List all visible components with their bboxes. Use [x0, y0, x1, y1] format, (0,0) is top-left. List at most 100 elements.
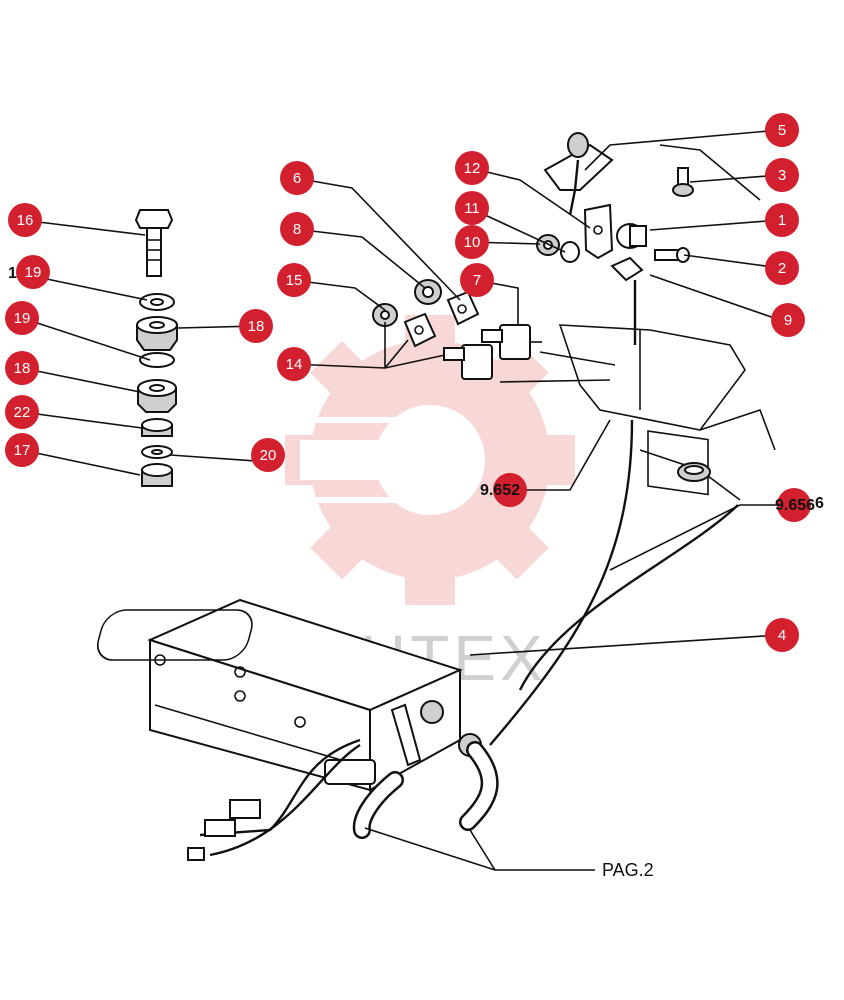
washer-19-top [139, 293, 175, 311]
callout-c22-number: 22 [14, 404, 31, 421]
callout-c19a-number: 19 [25, 264, 42, 281]
callout-c19b: 19 [5, 301, 39, 335]
callout-c20-circle [251, 438, 285, 472]
callout-c4-number: 4 [778, 627, 786, 644]
nut-17 [141, 463, 173, 487]
callout-c8: 8 [280, 212, 314, 246]
callout-c1-circle [765, 203, 799, 237]
pivot-1 [616, 223, 647, 249]
callout-c18b-circle [5, 351, 39, 385]
grommet-15 [372, 303, 398, 327]
callout-c18a-number: 18 [248, 318, 265, 335]
hoses [352, 741, 499, 839]
callout-c22-circle [5, 395, 39, 429]
switch-7 [481, 324, 542, 360]
callout-c18a: 18 [239, 309, 273, 343]
page-ref-label: PAG.2 [602, 860, 654, 880]
callout-c2: 2 [765, 251, 799, 285]
control-lever-5 [543, 132, 614, 216]
callout-c19b-circle [5, 301, 39, 335]
callout-c7-number: 7 [473, 272, 481, 289]
callout-c4-circle [765, 618, 799, 652]
callout-c20: 20 [251, 438, 285, 472]
screw-2 [654, 247, 690, 263]
grommet-9656 [677, 462, 711, 482]
callout-c12: 12 [455, 151, 489, 185]
callout-c16-number: 16 [17, 212, 34, 229]
callout-c10-circle [455, 225, 489, 259]
callout-c1: 1 [765, 203, 799, 237]
callout-c11-number: 11 [464, 200, 480, 217]
callout-c19b-number: 19 [14, 310, 31, 327]
callout-c17-circle [5, 433, 39, 467]
callout-c12-number: 12 [464, 160, 481, 177]
callout-c14: 14 [277, 347, 311, 381]
callout-c11-circle [455, 191, 489, 225]
plate-6 [446, 290, 480, 326]
leader-lines [21, 129, 795, 871]
ref-9652-badge-circle [493, 473, 527, 507]
washer-20 [141, 445, 173, 459]
callout-c8-circle [280, 212, 314, 246]
callout-c4: 4 [765, 618, 799, 652]
rubber-mount-18-bottom [137, 379, 177, 413]
callout-c22: 22 [5, 395, 39, 429]
cable-secondary [518, 504, 739, 691]
callout-c5-circle [765, 113, 799, 147]
callout-c5-number: 5 [778, 122, 786, 139]
callout-c3-number: 3 [778, 167, 786, 184]
callout-c19a-circle [16, 255, 50, 289]
callout-c8-number: 8 [293, 221, 301, 238]
heater-unit-4 [96, 598, 463, 792]
rubber-mount-18-top [136, 316, 178, 351]
screw-3 [672, 167, 694, 197]
callout-c10: 10 [455, 225, 489, 259]
callout-c10-number: 10 [464, 234, 481, 251]
callout-c17-number: 17 [14, 442, 31, 459]
callout-c9: 9 [771, 303, 805, 337]
plate-14 [403, 312, 437, 348]
ref-9656-badge [777, 488, 811, 522]
callout-c7: 7 [460, 263, 494, 297]
washer-11 [560, 241, 580, 263]
callout-c15: 15 [277, 263, 311, 297]
callout-c14-circle [277, 347, 311, 381]
bracket-12 [583, 203, 614, 260]
callout-c6: 6 [280, 161, 314, 195]
bolt-16 [134, 209, 174, 277]
callout-c3: 3 [765, 158, 799, 192]
washer-19-bottom [139, 352, 175, 368]
callout-c16-circle [8, 203, 42, 237]
callout-c16: 16 [8, 203, 42, 237]
nut-22 [141, 418, 173, 437]
callout-c17: 17 [5, 433, 39, 467]
callout-c1-number: 1 [778, 212, 786, 229]
callout-c6-number: 6 [293, 170, 301, 187]
callout-c20-number: 20 [260, 447, 277, 464]
callout-c12-circle [455, 151, 489, 185]
callout-c2-number: 2 [778, 260, 786, 277]
callout-c9-circle [771, 303, 805, 337]
callout-c18b: 18 [5, 351, 39, 385]
callout-c15-number: 15 [286, 272, 303, 289]
clamp-9 [610, 256, 644, 345]
ref-stray-left: 1 [8, 265, 17, 282]
callout-c18b-number: 18 [14, 360, 31, 377]
callout-c6-circle [280, 161, 314, 195]
callout-c9-number: 9 [784, 312, 792, 329]
callout-c7-circle [460, 263, 494, 297]
cable-main [489, 419, 634, 746]
callout-c18a-circle [239, 309, 273, 343]
callout-c14-number: 14 [286, 356, 303, 373]
wiring-harness [187, 738, 361, 861]
callout-c5: 5 [765, 113, 799, 147]
ref-9652-text: 9.652 [480, 482, 520, 499]
callout-c2-circle [765, 251, 799, 285]
ref-stray-right: 6 [815, 495, 824, 512]
callout-c3-circle [765, 158, 799, 192]
callout-c15-circle [277, 263, 311, 297]
ref-9656-text: 9.656 [775, 497, 815, 514]
console-panel [558, 144, 776, 501]
